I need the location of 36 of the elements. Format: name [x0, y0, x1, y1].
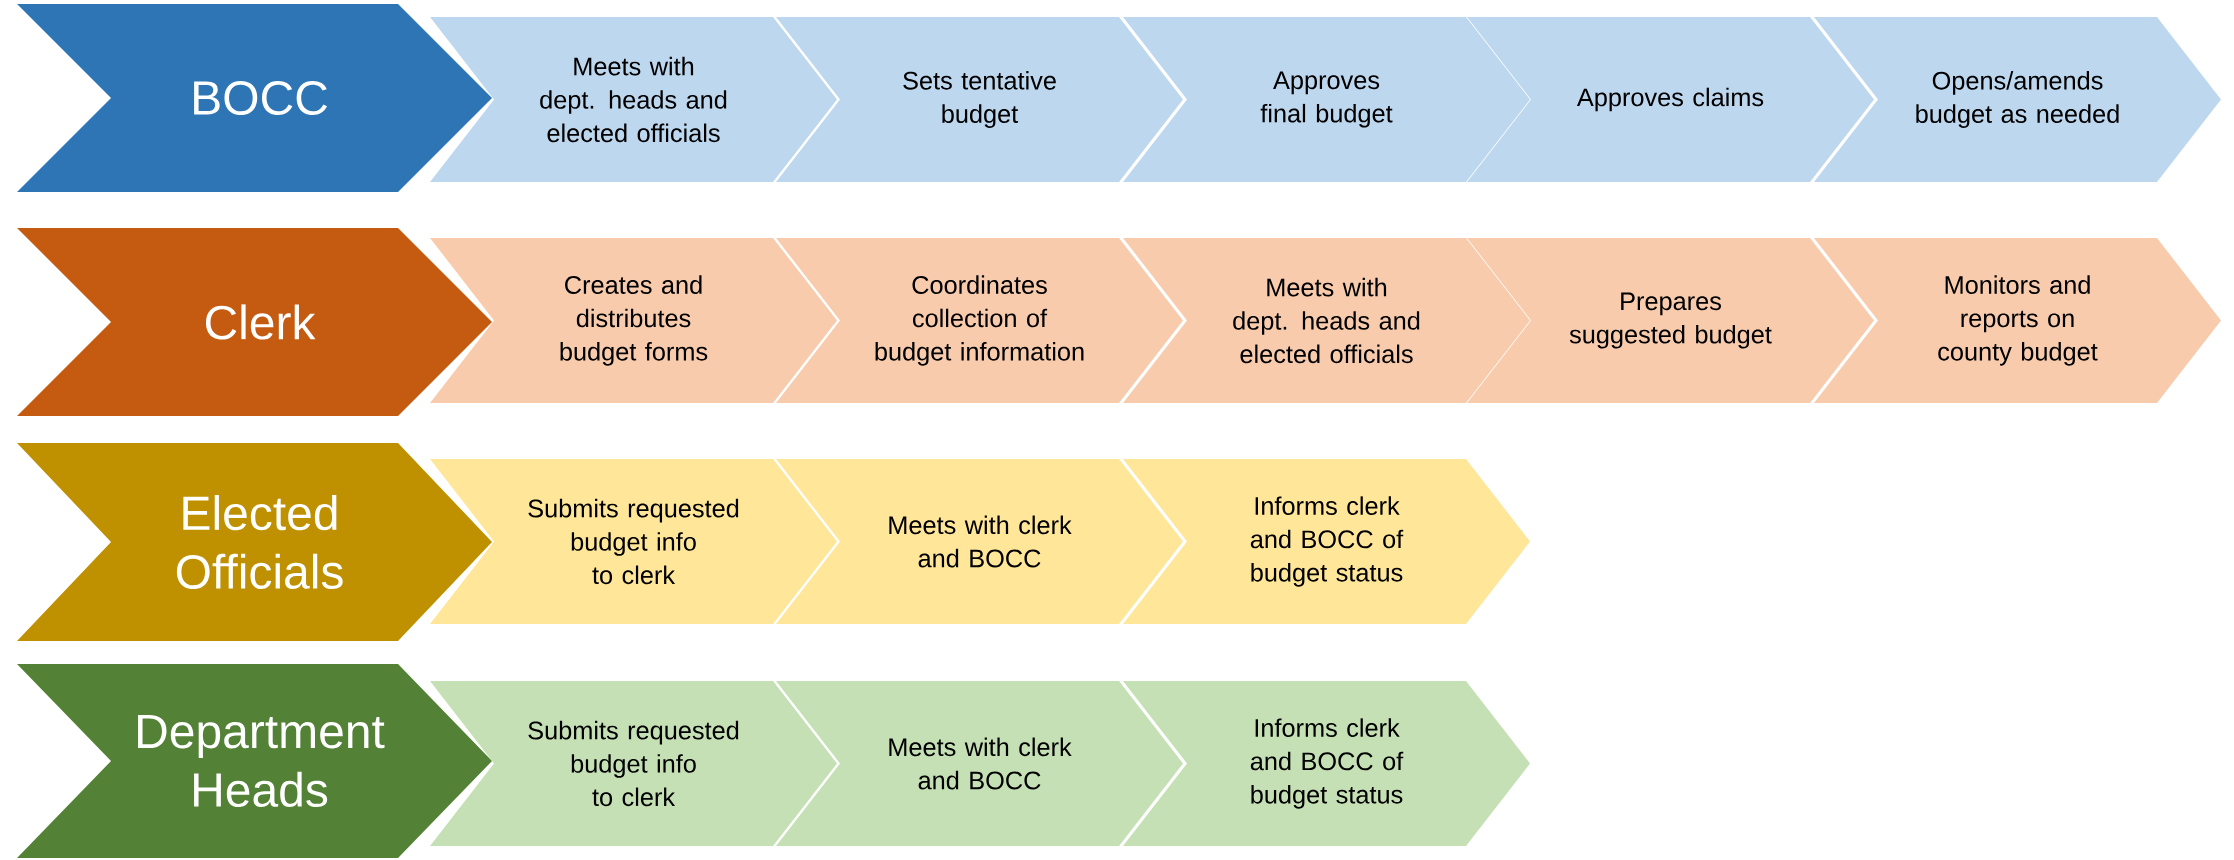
node-label: Submits requested budget info to clerk [528, 720, 739, 807]
role-heading: Clerk [17, 228, 492, 416]
process-step: Approves claims [1467, 17, 1874, 182]
process-step: Informs clerk and BOCC of budget status [1123, 459, 1530, 624]
role-heading: Department Heads [17, 664, 492, 858]
node-label: Creates and distributes budget forms [560, 275, 708, 366]
process-step: Meets with dept. heads and elected officials [1123, 238, 1530, 403]
node-label: Meets with dept. heads and elected officials [540, 56, 727, 143]
node-label: Monitors and reports on county budget [1938, 275, 2098, 366]
process-step: Meets with clerk and BOCC [776, 681, 1183, 846]
process-step: Meets with clerk and BOCC [776, 459, 1183, 624]
process-step: Meets with dept. heads and elected officials [430, 17, 837, 182]
process-step: Approves final budget [1123, 17, 1530, 182]
process-step: Informs clerk and BOCC of budget status [1123, 681, 1530, 846]
process-step: Submits requested budget info to clerk [430, 459, 837, 624]
node-label: Informs clerk and BOCC of budget status [1250, 718, 1404, 809]
process-step: Creates and distributes budget forms [430, 238, 837, 403]
node-label: Coordinates collection of budget information [875, 275, 1084, 366]
node-label: Meets with clerk and BOCC [889, 737, 1072, 790]
node-label: Opens/amends budget as needed [1916, 71, 2119, 128]
process-step: Sets tentative budget [776, 17, 1183, 182]
node-label: Meets with dept. heads and elected officials [1233, 277, 1420, 364]
node-label: Prepares suggested budget [1569, 292, 1772, 349]
process-step: Monitors and reports on county budget [1814, 238, 2221, 403]
node-label: Approves claims [1576, 87, 1764, 112]
process-step: Prepares suggested budget [1467, 238, 1874, 403]
node-label: Informs clerk and BOCC of budget status [1250, 496, 1404, 587]
node-label: Meets with clerk and BOCC [889, 515, 1072, 568]
process-step: Coordinates collection of budget information [776, 238, 1183, 403]
role-heading: BOCC [17, 4, 492, 192]
node-label: Submits requested budget info to clerk [528, 498, 739, 585]
process-step: Opens/amends budget as needed [1814, 17, 2221, 182]
node-label: Sets tentative budget [903, 71, 1056, 128]
process-step: Submits requested budget info to clerk [430, 681, 837, 846]
role-heading: Elected Officials [17, 443, 492, 641]
node-label: Approves final budget [1260, 71, 1393, 128]
